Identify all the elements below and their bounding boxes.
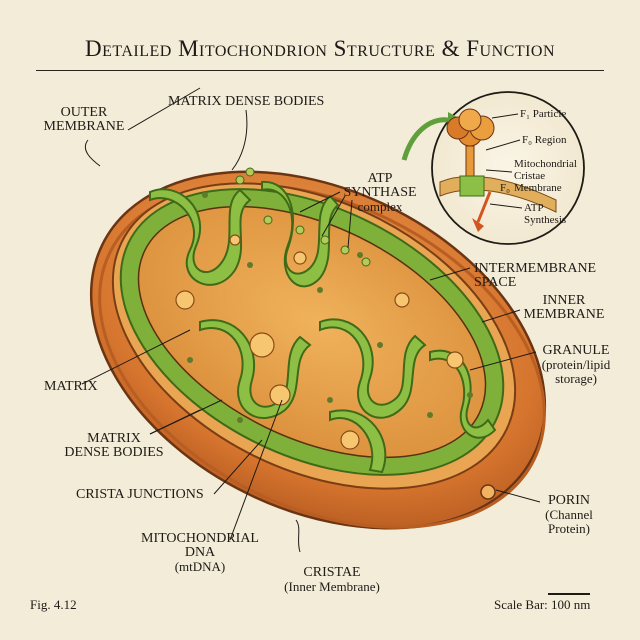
label-porin: PORIN (Channel Protein) bbox=[545, 493, 593, 536]
inset-label-cristae-membrane: Mitochondrial Cristae Membrane bbox=[514, 158, 577, 194]
label-cristae: CRISTAE (Inner Membrane) bbox=[284, 565, 380, 594]
label-matrix-dense-bodies-top: MATRIX DENSE BODIES bbox=[168, 94, 325, 109]
inset-label-f0-region: F₀ Region bbox=[522, 134, 567, 146]
figure-number: Fig. 4.12 bbox=[30, 597, 77, 612]
matrix-dense-bodies bbox=[187, 192, 473, 423]
label-matrix: MATRIX bbox=[44, 379, 98, 394]
scale-bar-label: Scale Bar: 100 nm bbox=[494, 597, 591, 612]
cristae-folds bbox=[149, 180, 497, 474]
page-title: Detailed Mitochondrion Structure & Funct… bbox=[84, 36, 556, 61]
inset-label-atp-synthesis: ATP Synthesis bbox=[524, 202, 567, 226]
label-mitochondrial-dna: MITOCHONDRIAL DNA (mtDNA) bbox=[141, 531, 259, 574]
label-intermembrane-space: INTERMEMBRANE SPACE bbox=[474, 261, 597, 290]
atp-synthase-particles bbox=[235, 167, 371, 267]
label-outer-membrane: OUTER MEMBRANE bbox=[43, 105, 125, 134]
matrix-granules bbox=[175, 234, 464, 450]
inset-label-f0-tag: F₀ bbox=[500, 182, 510, 194]
porin-channel bbox=[480, 484, 496, 500]
label-granule: GRANULE (protein/lipid storage) bbox=[541, 343, 611, 386]
label-atp-synthase: ATP SYNTHASE complex bbox=[343, 171, 417, 214]
title-underline bbox=[36, 70, 604, 71]
label-inner-membrane: INNER MEMBRANE bbox=[523, 293, 605, 322]
label-matrix-dense-bodies-bottom: MATRIX DENSE BODIES bbox=[64, 431, 164, 460]
atp-synthase-inset bbox=[401, 91, 585, 245]
label-crista-junctions: CRISTA JUNCTIONS bbox=[76, 487, 204, 502]
leader-lines bbox=[81, 87, 541, 553]
inset-label-f1-particle: F₁ Particle bbox=[520, 108, 567, 120]
